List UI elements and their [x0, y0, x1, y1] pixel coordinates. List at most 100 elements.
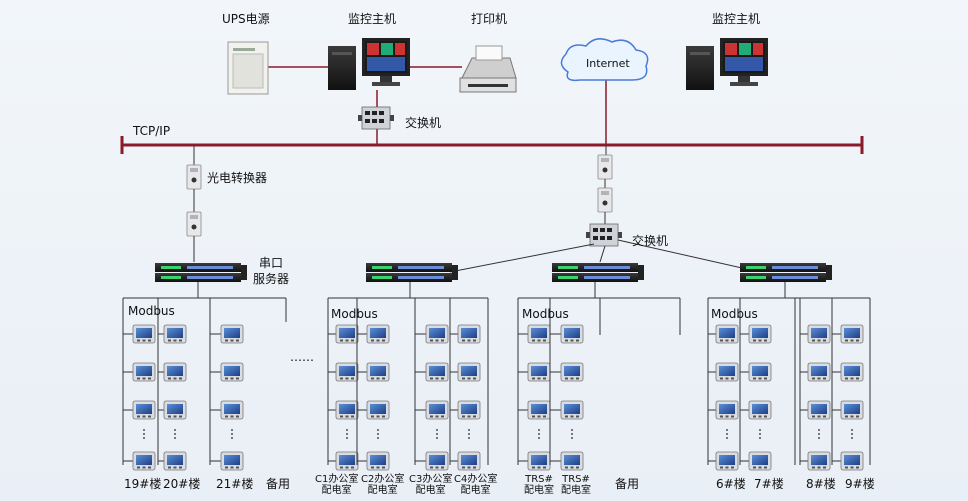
internet-cloud: [560, 38, 649, 82]
g3c1-meter-3: [560, 451, 584, 471]
g4-label-2: 8#楼: [806, 477, 836, 491]
g4c1-meter-0: [748, 324, 772, 344]
g3c0-meter-3: [527, 451, 551, 471]
g2-label-1: C2办公室配电室: [361, 474, 405, 496]
g2c0-meter-2: [335, 400, 359, 420]
g1c2-meter-2: [220, 400, 244, 420]
modbus-label-1: Modbus: [128, 304, 175, 318]
modbus-trees: [122, 282, 871, 471]
serial-server-2: [366, 263, 458, 282]
modbus-label-3: Modbus: [522, 307, 569, 321]
g2c2-meter-2: [425, 400, 449, 420]
g2-label-2: C3办公室配电室: [409, 474, 453, 496]
g4-label-1: 7#楼: [754, 477, 784, 491]
g2c1-meter-1: [366, 362, 390, 382]
g2c2-meter-3: [425, 451, 449, 471]
g3-label-0: TRS#配电室: [524, 474, 554, 496]
mid-switch: [585, 223, 623, 247]
g1c0-meter-2: [132, 400, 156, 420]
g2c0-meter-1: [335, 362, 359, 382]
modbus-label-2: Modbus: [331, 307, 378, 321]
g2-label-3: C4办公室配电室: [454, 474, 498, 496]
g1c0-meter-1: [132, 362, 156, 382]
top-switch: [357, 106, 395, 130]
g4c1-meter-1: [748, 362, 772, 382]
g2c3-meter-1: [457, 362, 481, 382]
g4-label-3: 9#楼: [845, 477, 875, 491]
g1-label-1: 20#楼: [163, 477, 201, 491]
g2-label-0: C1办公室配电室: [315, 474, 359, 496]
g1c1-meter-2: [163, 400, 187, 420]
printer-label: 打印机: [471, 12, 508, 26]
serial-server-1: [155, 263, 247, 282]
g3c1-meter-2: [560, 400, 584, 420]
g1c2-meter-3: [220, 451, 244, 471]
serial-label-1: 串口: [259, 256, 284, 270]
g4c2-meter-2: [807, 400, 831, 420]
g4c3-meter-0: [840, 324, 864, 344]
g1c1-meter-0: [163, 324, 187, 344]
g4c1-meter-2: [748, 400, 772, 420]
g2c0-meter-0: [335, 324, 359, 344]
host1-label: 监控主机: [348, 12, 397, 26]
ellipsis-label: ……: [290, 350, 314, 364]
g1c0-meter-0: [132, 324, 156, 344]
monitor-host-1: [328, 38, 410, 90]
g4c0-meter-3: [715, 451, 739, 471]
g3c0-meter-1: [527, 362, 551, 382]
g2c3-meter-2: [457, 400, 481, 420]
g1-label-3: 备用: [266, 477, 291, 491]
g4c0-meter-2: [715, 400, 739, 420]
converter-left-2: [186, 211, 202, 237]
g1-label-2: 21#楼: [216, 477, 254, 491]
g3c0-meter-0: [527, 324, 551, 344]
g2c2-meter-1: [425, 362, 449, 382]
g4c2-meter-3: [807, 451, 831, 471]
g4c0-meter-1: [715, 362, 739, 382]
printer-device: [459, 45, 517, 93]
converter-right-1: [597, 154, 613, 180]
g2c2-meter-0: [425, 324, 449, 344]
g2c3-meter-0: [457, 324, 481, 344]
g2c1-meter-3: [366, 451, 390, 471]
g1c0-meter-3: [132, 451, 156, 471]
g4c3-meter-1: [840, 362, 864, 382]
ups-label: UPS电源: [222, 12, 270, 26]
g4c2-meter-0: [807, 324, 831, 344]
tcpip-label: TCP/IP: [133, 124, 171, 138]
g4-label-0: 6#楼: [716, 477, 746, 491]
g4c2-meter-1: [807, 362, 831, 382]
g3c1-meter-0: [560, 324, 584, 344]
modbus-label-4: Modbus: [711, 307, 758, 321]
serial-server-3: [552, 263, 644, 282]
serial-label-2: 服务器: [253, 272, 290, 286]
converter-left-1: [186, 164, 202, 190]
g2c3-meter-3: [457, 451, 481, 471]
g4c1-meter-3: [748, 451, 772, 471]
g1-label-0: 19#楼: [124, 477, 162, 491]
g1c2-meter-0: [220, 324, 244, 344]
g4c0-meter-0: [715, 324, 739, 344]
monitor-host-2: [686, 38, 768, 90]
g3-label-1: TRS#配电室: [561, 474, 591, 496]
mid-switch-label: 交换机: [632, 234, 669, 248]
g4c3-meter-2: [840, 400, 864, 420]
ups-device: [227, 41, 269, 95]
converter-right-2: [597, 187, 613, 213]
g1c2-meter-1: [220, 362, 244, 382]
serial-server-4: [740, 263, 832, 282]
g2c0-meter-3: [335, 451, 359, 471]
g2c1-meter-2: [366, 400, 390, 420]
g3-spare-label: 备用: [615, 477, 640, 491]
host2-label: 监控主机: [712, 12, 761, 26]
g1c1-meter-3: [163, 451, 187, 471]
g4c3-meter-3: [840, 451, 864, 471]
g1c1-meter-1: [163, 362, 187, 382]
g3c0-meter-2: [527, 400, 551, 420]
top-switch-label: 交换机: [405, 116, 442, 130]
converter-label: 光电转换器: [207, 171, 268, 185]
internet-label: Internet: [586, 57, 630, 70]
g2c1-meter-0: [366, 324, 390, 344]
